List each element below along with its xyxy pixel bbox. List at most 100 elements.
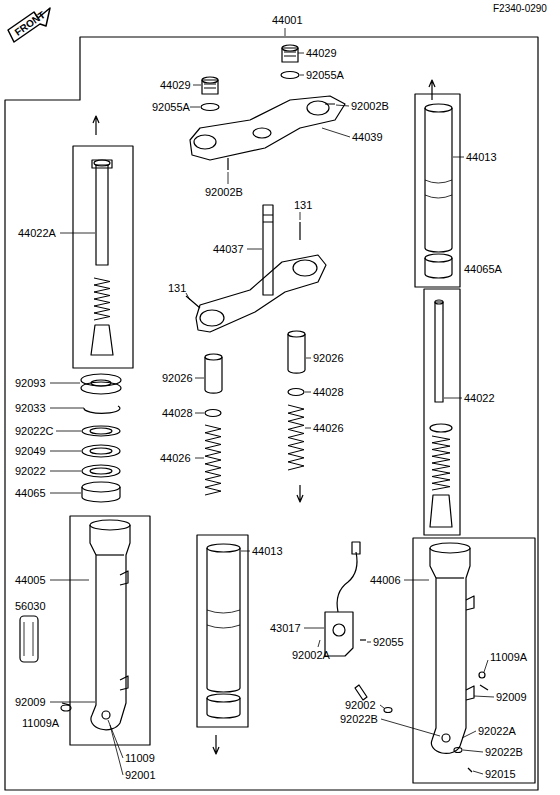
inner-tube-lower — [207, 544, 240, 718]
callout-number: 92002A — [292, 649, 330, 662]
leader-line — [444, 398, 462, 399]
callout-number: 92002 — [345, 699, 376, 712]
leader-line — [380, 705, 384, 708]
callout-number: 11009A — [490, 651, 527, 664]
callout-number: 92002B — [205, 186, 243, 199]
callout-number: 92055A — [152, 101, 190, 114]
callout-number: 44022A — [18, 227, 56, 240]
leader-line — [453, 157, 464, 158]
leader-line — [306, 358, 311, 359]
leader-line — [110, 725, 123, 775]
leader-line — [298, 53, 304, 54]
leader-line — [336, 105, 349, 106]
leader-lines — [50, 28, 494, 775]
callout-number: 43017 — [270, 622, 301, 635]
leader-line — [186, 293, 190, 300]
callout-number: 92055A — [306, 69, 344, 82]
leader-line — [381, 719, 440, 736]
leader-line — [463, 750, 483, 752]
anti-dive-unit — [325, 542, 392, 713]
callout-number: 92009 — [15, 696, 46, 709]
leader-line — [50, 408, 84, 409]
callout-number: 92001 — [125, 769, 156, 782]
leader-line — [50, 580, 89, 581]
leader-line — [50, 493, 81, 494]
callout-number: 11009 — [125, 752, 155, 765]
callout-number: 44013 — [252, 545, 283, 558]
coil-spring — [288, 405, 304, 470]
leader-line — [318, 640, 320, 647]
callout-number: 92009 — [496, 691, 527, 704]
leader-line — [305, 428, 311, 429]
spacers — [205, 331, 305, 417]
callout-number: 131 — [294, 199, 312, 212]
callout-number: 92022 — [15, 465, 46, 478]
callout-number: 92015 — [485, 768, 516, 781]
callout-number: 11009A — [22, 717, 59, 730]
callout-number: 92022A — [478, 725, 516, 738]
leader-line — [404, 580, 429, 581]
callout-number: 44065 — [15, 487, 46, 500]
front-arrow — [8, 8, 50, 42]
leader-line — [474, 696, 494, 697]
callout-number: 44026 — [313, 422, 344, 435]
callout-number: 92049 — [15, 445, 46, 458]
group-boxes — [70, 94, 535, 783]
callout-number: 92026 — [162, 372, 193, 385]
callout-number: 44006 — [370, 574, 401, 587]
leader-line — [300, 75, 304, 76]
leader-line — [305, 392, 311, 393]
callout-number: 44065A — [464, 263, 502, 276]
leader-line — [195, 413, 204, 414]
leader-line — [473, 771, 483, 774]
top-caps — [201, 45, 299, 111]
leader-line — [190, 107, 200, 108]
leader-line — [195, 378, 204, 379]
callout-number: 44029 — [160, 79, 191, 92]
leader-line — [228, 172, 229, 184]
leader-line — [322, 128, 350, 137]
damper-rod — [430, 300, 452, 527]
leader-line — [241, 551, 250, 552]
leader-line — [462, 731, 476, 738]
callout-number: 44005 — [15, 574, 46, 587]
callout-number: 44013 — [466, 151, 497, 164]
coil-spring — [205, 425, 221, 495]
callout-number: 44022 — [464, 392, 495, 405]
callout-number: 92022B — [340, 713, 378, 726]
upper-bracket — [190, 96, 345, 170]
leader-line — [300, 212, 301, 220]
leader-line — [50, 702, 95, 703]
stem-bracket — [186, 205, 326, 332]
callout-number: 44028 — [313, 386, 344, 399]
callout-number: 44026 — [160, 452, 191, 465]
callout-number: 44001 — [272, 14, 303, 27]
leader-line — [247, 249, 262, 250]
callout-number: 92033 — [15, 402, 46, 415]
callout-number: 131 — [168, 282, 186, 295]
callout-number: 92093 — [15, 377, 46, 390]
seal-stack — [81, 374, 121, 502]
callout-number: 44037 — [213, 243, 244, 256]
callout-number: 44028 — [162, 407, 193, 420]
callout-number: 92055 — [373, 636, 404, 649]
leader-line — [304, 628, 324, 629]
callout-number: 92002B — [351, 100, 389, 113]
leader-line — [193, 85, 201, 86]
callout-number: 56030 — [15, 600, 46, 613]
callout-number: 92026 — [313, 352, 344, 365]
leader-line — [50, 451, 81, 452]
coil-spring — [94, 278, 110, 320]
leader-line — [60, 233, 95, 234]
callout-number: 92022C — [15, 425, 54, 438]
direction-mark: FRONT — [12, 8, 48, 38]
callout-number: 92022B — [485, 746, 523, 759]
springs — [94, 278, 450, 495]
callout-number: 44029 — [306, 47, 337, 60]
outer-tube-right — [430, 543, 488, 772]
leader-line — [56, 431, 81, 432]
leader-line — [50, 383, 80, 384]
leader-line — [285, 28, 286, 36]
drawing-number: F2340-0290 — [493, 2, 547, 15]
